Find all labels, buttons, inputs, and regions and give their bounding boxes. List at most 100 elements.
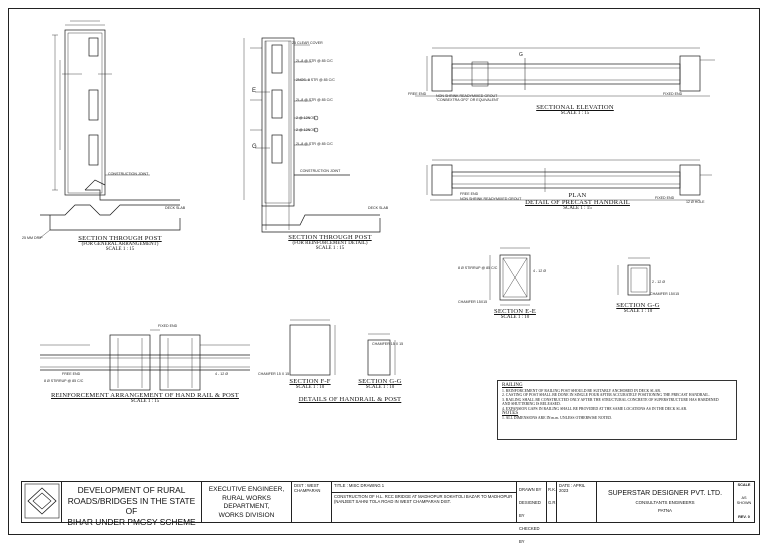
plan-fixed-end: FIXED END (655, 196, 675, 200)
notes-box: RAILING 1. REINFORCEMENT OF RAILING POST… (497, 380, 737, 440)
post-reinf-title: SECTION THROUGH POST (288, 234, 372, 241)
rail-bars-label: 4 - 12 Ø (215, 372, 228, 376)
section-g-caption: SECTION G-G SCALE 1 : 10 (603, 302, 673, 314)
section-g-title: SECTION G-G (616, 302, 660, 309)
section-e-title: SECTION E-E (494, 308, 536, 315)
reinf-label-4: 2 @ 12NOS (296, 116, 316, 120)
elevation-caption: SECTIONAL ELEVATION SCALE 1 : 15 (520, 104, 630, 116)
plan-drawing (426, 159, 712, 201)
plan-title: PLAN (568, 192, 587, 199)
post-general-drawing (39, 20, 181, 239)
designed-by-label: DESIGNED BY (519, 500, 541, 518)
post-general-caption: SECTION THROUGH POST (FOR GENERAL ARRANG… (65, 235, 175, 252)
rail-reinf-drawing (40, 329, 250, 391)
section-g-drawing (617, 257, 651, 296)
drawn-by-value: R.K. (548, 487, 557, 492)
section-e-bars: 4 - 12 Ø (533, 269, 546, 273)
date-label: DATE : APRIL 2023 (559, 483, 586, 493)
elevation-g-mark: G (519, 52, 523, 58)
org-line: BIHAR UNDER PMGSY SCHEME (67, 516, 196, 527)
railing-heading: RAILING (502, 383, 523, 388)
railing-item: 4. EXPANSION GAPS IN RAILING SHALL BE PR… (502, 406, 687, 411)
plan-caption: PLAN DETAIL OF PRECAST HANDRAIL SCALE 1 … (520, 192, 635, 211)
section-g-chamfer: CHAMFER 15X15 (650, 292, 680, 296)
section-mark-g: G (252, 144, 257, 150)
drawing-sheet-border (8, 8, 760, 535)
signatories-cell: DRAWN BY DESIGNED BY CHECKED BY (517, 482, 547, 544)
title-label: TITLE : (334, 483, 348, 488)
section-f-title: SECTION F-F (289, 378, 331, 385)
drip-label: 25 MM DRIP (22, 236, 43, 240)
rail-fixed-end: FIXED END (158, 324, 178, 328)
plan-grout-note: NON SHRINK READYMIXED GROUT (460, 197, 522, 201)
railing-item: 1. REINFORCEMENT OF RAILING POST SHOULD … (502, 388, 661, 393)
post-general-title: SECTION THROUGH POST (78, 235, 162, 242)
section-e-drawing (489, 247, 531, 306)
district-value: WEST CHAMPARAN (294, 483, 321, 493)
title-value: MISC DRAWING 1 (348, 483, 385, 488)
notes-item: 1. ALL DIMENSIONS ARE IN m.m. UNLESS OTH… (502, 416, 612, 421)
section-f-caption: SECTION F-F SCALE 1 : 10 (280, 378, 340, 390)
organisation-cell: DEVELOPMENT OF RURAL ROADS/BRIDGES IN TH… (62, 482, 202, 527)
signatories-value-cell: R.K. G.R. (547, 482, 557, 522)
logo-cell (22, 482, 62, 522)
title-block: DEVELOPMENT OF RURAL ROADS/BRIDGES IN TH… (21, 481, 755, 544)
checked-by-label: CHECKED BY (519, 526, 540, 544)
elevation-grout-note-2: "CONBEXTRA GP2" OR EQUIVALENT (436, 98, 499, 102)
railing-item: AND SHUTTERING IS RELEASED. (502, 402, 561, 407)
post-general-subtitle: (FOR GENERAL ARRANGEMENT) (81, 242, 159, 247)
reinf-joint-label: CONSTRUCTION JOINT (300, 169, 341, 173)
designed-by-value: G.R. (548, 500, 557, 505)
section-f-chamfer: CHAMFER 15 X 15 (258, 372, 290, 376)
rail-reinf-scale: SCALE 1 : 15 (130, 399, 160, 404)
engineer-line: WORKS DIVISION (218, 511, 275, 519)
reinf-label-2: 2NOS. 8 STR @ 85 C/C (296, 78, 335, 82)
section-e-chamfer: CHAMFER 15X15 (458, 300, 488, 304)
plan-scale: SCALE 1 : 15 (563, 206, 592, 211)
handrail-post-title: DETAILS OF HANDRAIL & POST (298, 396, 402, 403)
project-name: CONSTRUCTION OF H.L. RCC BRIDGE AT MADHO… (334, 494, 513, 504)
plan-hole-label: 12 Ø HOLE (686, 200, 705, 204)
company-sub: CONSULTANTS ENGINEERS (635, 500, 695, 505)
drawn-by-label: DRAWN BY (519, 487, 542, 492)
railing-item: 3. RAILING SHALL BE CONSTRUCTED ONLY AFT… (502, 397, 719, 402)
district-cell: DIST : WEST CHAMPARAN (292, 482, 332, 522)
post-general-scale: SCALE 1 : 15 (105, 247, 135, 252)
section-g2-scale: SCALE 1 : 10 (365, 385, 395, 390)
rail-reinf-title: REINFORCEMENT ARRANGEMENT OF HAND RAIL &… (50, 392, 240, 399)
rev-label: REV. (738, 515, 747, 519)
post-reinf-drawing (243, 37, 381, 233)
section-e-caption: SECTION E-E SCALE 1 : 10 (480, 308, 550, 320)
revision: REV. 0 (734, 515, 754, 520)
notes-heading: NOTES (502, 410, 519, 416)
railing-list: 1. REINFORCEMENT OF RAILING POST SHOULD … (502, 389, 732, 412)
plan-subtitle: DETAIL OF PRECAST HANDRAIL (525, 199, 630, 206)
title-cell: TITLE : MISC DRAWING 1 CONSTRUCTION OF H… (332, 482, 517, 522)
reinf-label-6: 2L-8 @ STR @ 85 C/C (296, 142, 333, 146)
reinf-label-5: 2 @ 12NOS (296, 128, 316, 132)
company-name: SUPERSTAR DESIGNER PVT. LTD. (607, 490, 723, 497)
scale-label: SCALE (737, 483, 751, 487)
elevation-free-end: FREE END (408, 92, 427, 96)
date-cell: DATE : APRIL 2023 (557, 482, 597, 522)
section-g2-drawing (367, 333, 396, 376)
engineer-cell: EXECUTIVE ENGINEER, RURAL WORKS DEPARTME… (202, 482, 292, 522)
clear-cover-label: 25 CLEAR COVER (292, 41, 323, 45)
elevation-fixed-end: FIXED END (663, 92, 683, 96)
rail-stirrup-label: 8 Ø STIRRUP @ 85 C/C (44, 379, 84, 383)
railing-item: 2. CASTING OF POST SHALL BE DONE IN SING… (502, 393, 710, 398)
engineer-line: EXECUTIVE ENGINEER, (208, 486, 285, 493)
post-reinf-caption: SECTION THROUGH POST (FOR REINFORCEMENT … (270, 234, 390, 251)
company-cell: SUPERSTAR DESIGNER PVT. LTD. CONSULTANTS… (597, 482, 734, 522)
reinf-label-1: 2L-8 @ STR @ 85 C/C (296, 59, 333, 63)
post-reinf-scale: SCALE 1 : 15 (315, 246, 345, 251)
scale-rev-cell: SCALE AS SHOWN REV. 0 (734, 482, 754, 522)
elevation-drawing (415, 47, 715, 97)
rail-reinf-caption: REINFORCEMENT ARRANGEMENT OF HAND RAIL &… (40, 392, 250, 404)
section-g2-chamfer: CHAMFER 15 X 15 (372, 342, 404, 346)
section-g2-title: SECTION G-G (358, 378, 402, 385)
reinf-label-3: 2L-8 @ STR @ 85 C/C (296, 98, 333, 102)
district-label: DIST : (294, 483, 306, 488)
construction-joint-label: CONSTRUCTION JOINT (108, 172, 149, 176)
